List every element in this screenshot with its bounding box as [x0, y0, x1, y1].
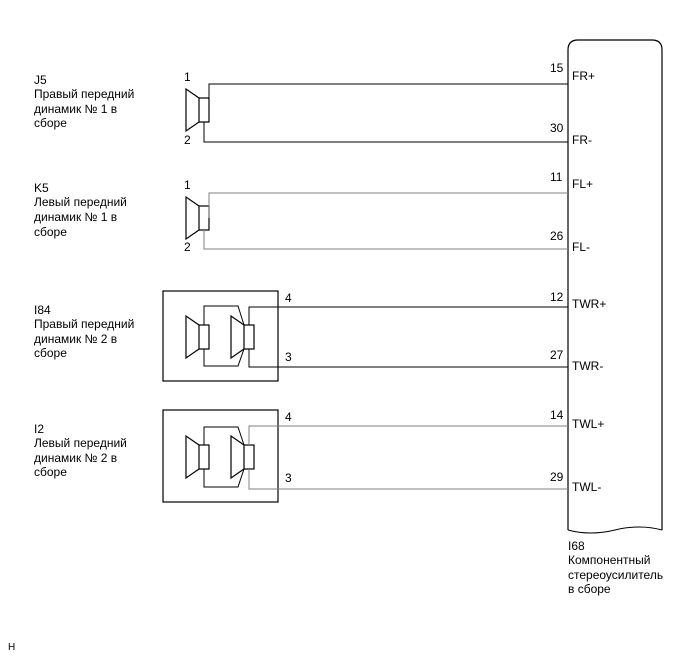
- i84-internal-wiring: [203, 305, 245, 367]
- k5-desc-3: сборе: [34, 225, 67, 239]
- k5-speaker-icon: [185, 195, 210, 241]
- i2-desc-1: Левый передний: [34, 436, 127, 450]
- i2-desc-2: динамик № 2 в: [34, 451, 118, 465]
- i2-tweeter-icon: [230, 434, 255, 480]
- i84-wire-top: [248, 306, 568, 325]
- j5-signal-top: FR+: [572, 69, 596, 83]
- i2-signal-top: TWL+: [572, 417, 605, 431]
- i84-pin-bottom: 3: [285, 350, 292, 364]
- i84-signal-top: TWR+: [572, 297, 607, 311]
- i84-speaker-icon: [185, 314, 210, 360]
- i2-internal-wiring: [203, 426, 245, 488]
- amplifier-code: I68: [568, 539, 585, 553]
- k5-code: K5: [34, 181, 49, 195]
- k5-wire-top: [208, 192, 568, 218]
- j5-desc-3: сборе: [34, 116, 67, 130]
- amplifier-body: [567, 39, 663, 530]
- i84-pin-top: 4: [285, 291, 292, 305]
- i2-wire-bottom: [248, 469, 568, 490]
- i84-wire-bottom: [248, 349, 568, 368]
- amplifier-desc-1: Компонентный: [568, 553, 651, 567]
- i2-amp-pin-bottom: 29: [550, 470, 564, 484]
- i2-amp-pin-top: 14: [550, 408, 564, 422]
- j5-code: J5: [34, 73, 47, 87]
- k5-amp-pin-top: 11: [550, 170, 563, 184]
- k5-signal-bottom: FL-: [572, 240, 590, 254]
- i2-pin-top: 4: [285, 410, 292, 424]
- i84-desc-2: динамик № 2 в: [34, 332, 118, 346]
- i84-amp-pin-top: 12: [550, 290, 564, 304]
- i84-amp-pin-bottom: 27: [550, 348, 564, 362]
- i2-wire-top: [248, 425, 568, 445]
- i2-signal-bottom: TWL-: [572, 480, 602, 494]
- amplifier-desc-3: в сборе: [568, 582, 611, 596]
- i84-desc-1: Правый передний: [34, 317, 135, 331]
- amplifier-break-line: [567, 526, 663, 534]
- i84-signal-bottom: TWR-: [572, 359, 604, 373]
- corner-mark: H: [8, 642, 16, 653]
- k5-desc-1: Левый передний: [34, 195, 127, 209]
- j5-amp-pin-top: 15: [550, 61, 564, 75]
- k5-desc-2: динамик № 1 в: [34, 210, 118, 224]
- j5-wire-top: [208, 83, 568, 110]
- i84-enclosure: [162, 290, 279, 382]
- j5-speaker-icon: [185, 87, 210, 133]
- j5-desc-1: Правый передний: [34, 87, 135, 101]
- amplifier-desc-2: стереоусилитель: [568, 568, 664, 582]
- i84-tweeter-icon: [230, 314, 255, 360]
- j5-pin-top: 1: [184, 70, 191, 84]
- j5-desc-2: динамик № 1 в: [34, 102, 118, 116]
- k5-wire-bottom: [203, 230, 568, 250]
- i84-code: I84: [34, 303, 51, 317]
- j5-wire-bottom: [203, 122, 568, 143]
- j5-amp-pin-bottom: 30: [550, 121, 564, 135]
- i2-desc-3: сборе: [34, 465, 67, 479]
- i2-pin-bottom: 3: [285, 471, 292, 485]
- i2-code: I2: [34, 422, 45, 436]
- k5-signal-top: FL+: [572, 177, 594, 191]
- k5-pin-bottom: 2: [184, 240, 191, 254]
- j5-pin-bottom: 2: [184, 133, 191, 147]
- i84-desc-3: сборе: [34, 346, 67, 360]
- i2-speaker-icon: [185, 434, 210, 480]
- i2-enclosure: [162, 409, 279, 503]
- k5-amp-pin-bottom: 26: [550, 229, 564, 243]
- k5-pin-top: 1: [184, 178, 191, 192]
- j5-signal-bottom: FR-: [572, 133, 592, 147]
